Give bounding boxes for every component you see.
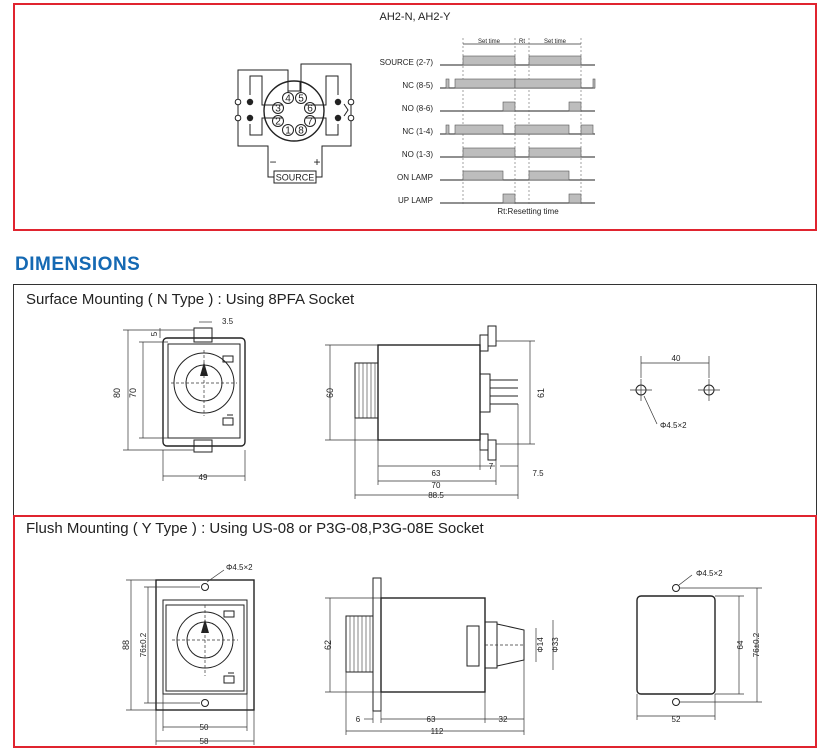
svg-text:Φ4.5×2: Φ4.5×2 <box>226 563 253 572</box>
svg-text:63: 63 <box>432 469 441 478</box>
svg-text:76±0.2: 76±0.2 <box>139 632 148 657</box>
pin-7 <box>304 115 316 127</box>
svg-text:7: 7 <box>307 117 313 128</box>
svg-text:−: − <box>269 155 276 169</box>
svg-text:49: 49 <box>199 473 208 482</box>
surface-hole-pattern: 40 Φ4.5×2 <box>630 354 720 430</box>
svg-text:7.5: 7.5 <box>532 469 544 478</box>
flush-side-view: 62 Φ14 Φ33 6 63 32 112 <box>323 577 560 736</box>
svg-text:Φ33: Φ33 <box>551 637 560 653</box>
svg-text:6: 6 <box>356 715 361 724</box>
source-box <box>273 170 317 184</box>
svg-text:32: 32 <box>499 715 508 724</box>
svg-text:40: 40 <box>672 354 681 363</box>
svg-text:Φ4.5×2: Φ4.5×2 <box>660 421 687 430</box>
svg-text:3.5: 3.5 <box>222 317 234 326</box>
svg-text:70: 70 <box>432 481 441 490</box>
wiring-timing-panel <box>13 3 817 231</box>
svg-text:112: 112 <box>431 727 444 736</box>
svg-text:88: 88 <box>121 640 131 650</box>
svg-text:Rt: Rt <box>519 39 525 45</box>
svg-text:Φ4.5×2: Φ4.5×2 <box>696 569 723 578</box>
signal-label: NC (8-5) <box>402 81 433 90</box>
signal-label: NO (1-3) <box>402 150 433 159</box>
pin-2 <box>272 115 284 127</box>
signal-label: SOURCE (2-7) <box>380 58 434 67</box>
svg-text:3: 3 <box>275 104 281 115</box>
svg-text:52: 52 <box>672 715 681 724</box>
svg-text:70: 70 <box>128 388 138 398</box>
model-title: AH2-N, AH2-Y <box>380 11 452 23</box>
svg-text:60: 60 <box>325 388 335 398</box>
svg-text:88.5: 88.5 <box>428 491 444 500</box>
svg-text:5: 5 <box>298 94 304 105</box>
signal-label: UP LAMP <box>398 196 433 205</box>
svg-text:Φ14: Φ14 <box>536 637 545 653</box>
pin-5 <box>295 92 307 104</box>
flush-panel-cutout: Φ4.5×2 64 76±0.2 52 <box>636 569 762 724</box>
signal-label: NC (1-4) <box>402 127 433 136</box>
rt-note: Rt:Resetting time <box>497 207 559 216</box>
svg-text:+: + <box>313 155 320 169</box>
pin-1 <box>282 124 294 136</box>
svg-text:7: 7 <box>489 462 494 471</box>
surface-side-view: 60 61 63 7 7.5 70 88.5 <box>325 325 546 500</box>
svg-text:50: 50 <box>200 723 209 732</box>
svg-text:76±0.2: 76±0.2 <box>752 632 761 657</box>
svg-text:8: 8 <box>298 126 304 137</box>
svg-text:Set time: Set time <box>544 39 567 45</box>
svg-text:61: 61 <box>536 388 546 398</box>
svg-text:58: 58 <box>200 737 209 746</box>
svg-text:6: 6 <box>307 104 313 115</box>
pin-3 <box>272 102 284 114</box>
svg-text:63: 63 <box>427 715 436 724</box>
pin-8 <box>295 124 307 136</box>
flush-mounting-panel <box>13 515 817 748</box>
svg-text:64: 64 <box>736 640 745 649</box>
flush-front-view: Φ4.5×2 88 76±0.2 50 58 <box>121 563 255 746</box>
surface-title: Surface Mounting ( N Type ) : Using 8PFA… <box>26 291 355 308</box>
signal-label: ON LAMP <box>397 173 433 182</box>
flush-title: Flush Mounting ( Y Type ) : Using US-08 … <box>26 520 484 537</box>
svg-text:2: 2 <box>275 117 281 128</box>
signal-label: NO (8-6) <box>402 104 433 113</box>
section-heading: DIMENSIONS <box>15 254 141 275</box>
svg-text:Set time: Set time <box>478 39 501 45</box>
svg-text:62: 62 <box>323 640 333 650</box>
socket-circle <box>263 80 325 142</box>
surface-front-view: 80 70 5 3.5 49 <box>112 317 246 482</box>
svg-text:SOURCE: SOURCE <box>276 173 315 183</box>
pin-6 <box>304 102 316 114</box>
svg-text:5: 5 <box>150 331 159 336</box>
pin-4 <box>282 92 294 104</box>
timing-chart: SOURCE (2-7) NC (8-5) NO (8-6) NC (1-4) … <box>380 38 596 216</box>
svg-text:80: 80 <box>112 388 122 398</box>
svg-text:4: 4 <box>285 94 291 105</box>
svg-text:1: 1 <box>285 126 291 137</box>
wiring-diagram: 4 5 3 6 2 7 1 8 SOURCE − + <box>234 63 355 184</box>
